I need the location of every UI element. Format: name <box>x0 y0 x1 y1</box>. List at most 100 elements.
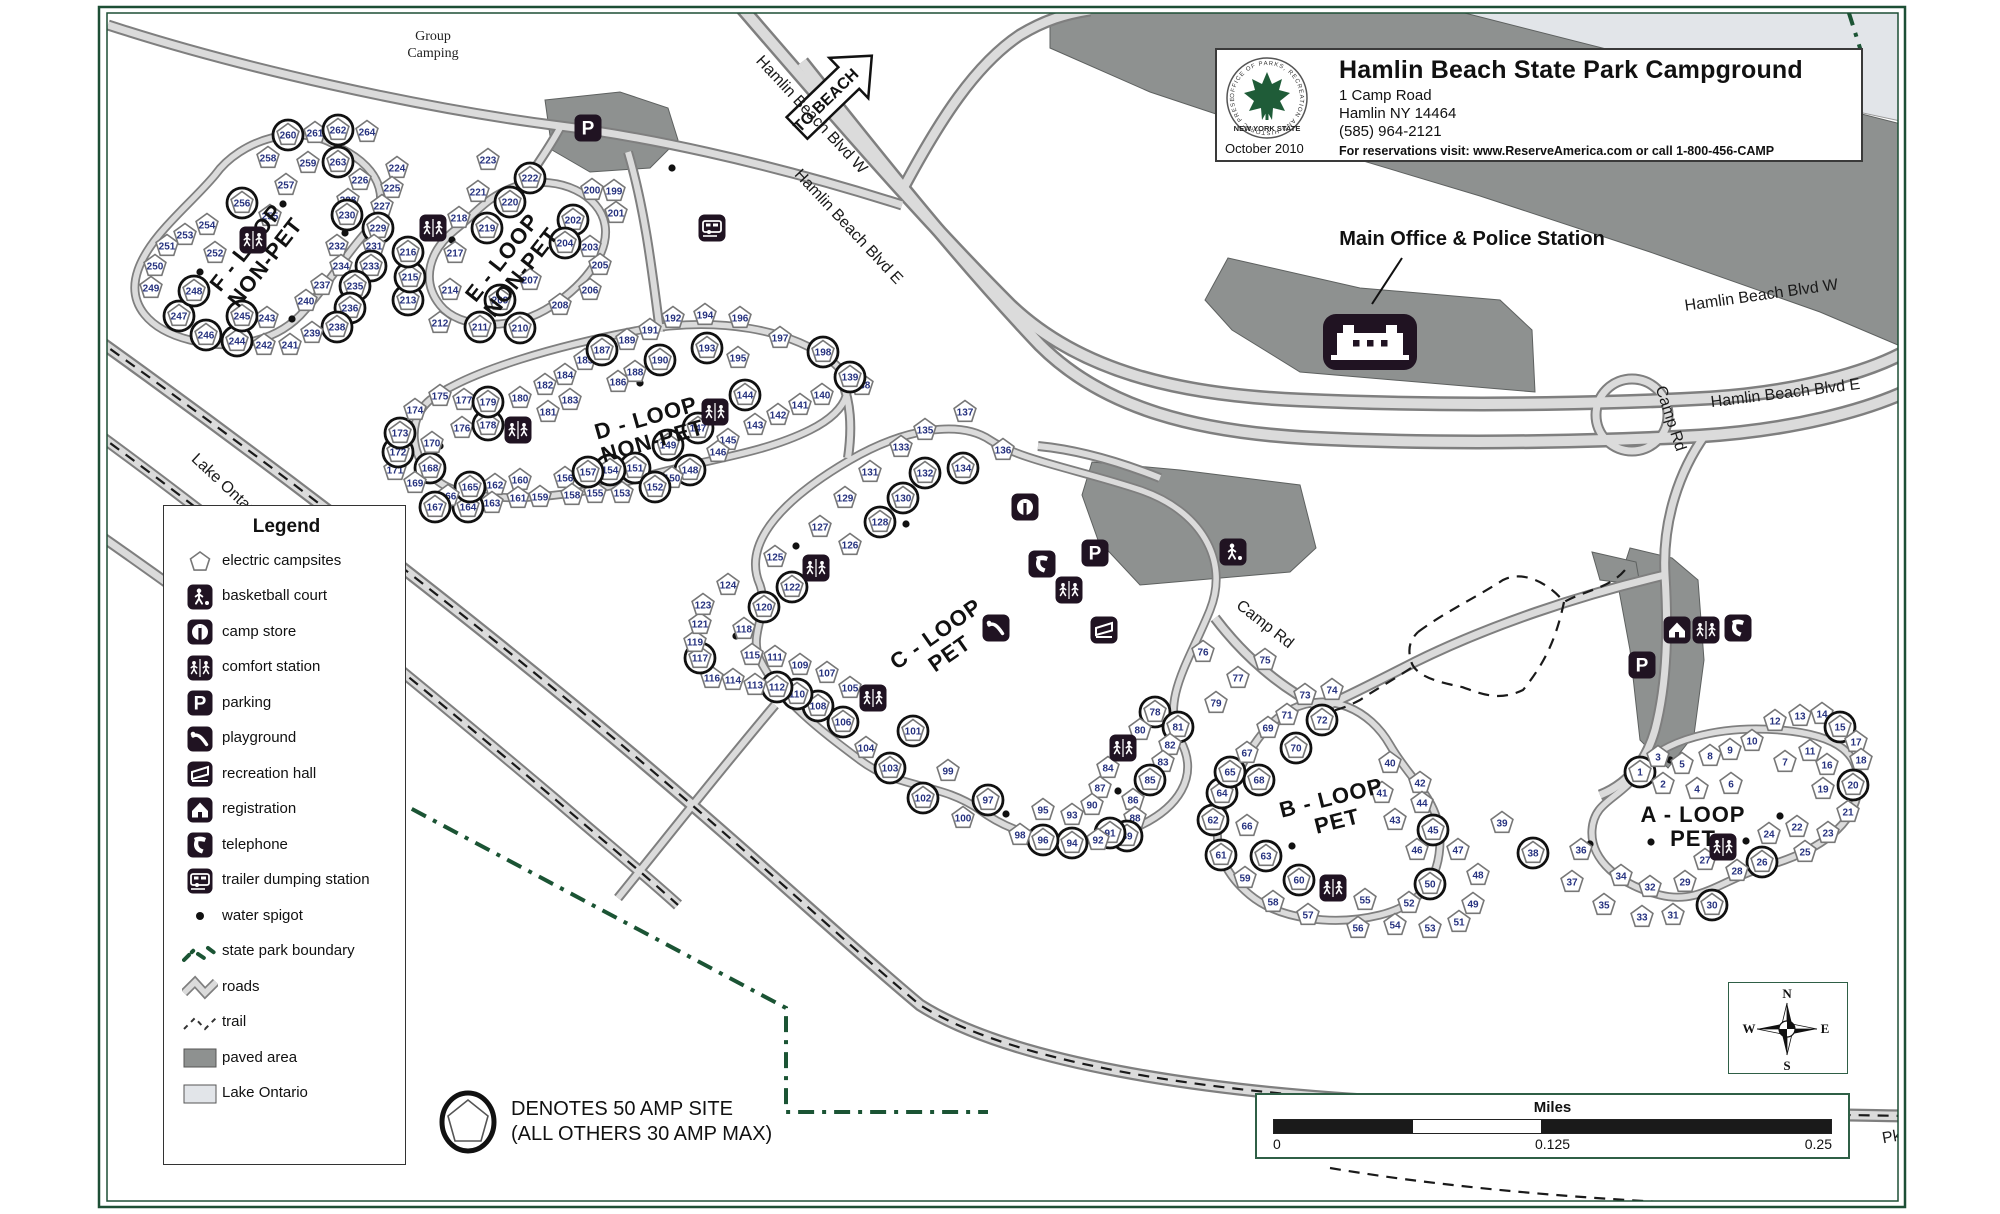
trailer-dumping-icon <box>187 868 213 893</box>
svg-text:36: 36 <box>1575 846 1587 857</box>
comfort-station-icon <box>504 416 532 444</box>
svg-text:129: 129 <box>837 494 854 505</box>
campsite-marker: 47 <box>1446 837 1470 861</box>
svg-text:202: 202 <box>565 216 582 227</box>
campsite-marker: 207 <box>518 267 542 291</box>
svg-text:124: 124 <box>720 581 737 592</box>
campsite-marker: 12 <box>1763 708 1787 732</box>
svg-text:179: 179 <box>480 398 497 409</box>
campsite-marker: 140 <box>810 382 834 406</box>
svg-text:170: 170 <box>424 439 441 450</box>
park-title: Hamlin Beach State Park Campground <box>1339 56 1803 84</box>
svg-text:S: S <box>1783 1058 1790 1073</box>
svg-text:149: 149 <box>660 441 677 452</box>
campsite-marker: 118 <box>732 616 756 640</box>
campsite-marker: 210 <box>503 311 537 345</box>
svg-text:131: 131 <box>862 468 879 479</box>
svg-text:126: 126 <box>842 541 859 552</box>
campsite-marker: 67 <box>1235 740 1259 764</box>
svg-text:35: 35 <box>1598 901 1610 912</box>
camp-store-icon <box>187 619 213 645</box>
campsite-marker: 32 <box>1638 874 1662 898</box>
legend-item-trailer-dumping: trailer dumping station <box>182 866 399 896</box>
campsite-marker: 237 <box>310 272 334 296</box>
amp-note: DENOTES 50 AMP SITE (ALL OTHERS 30 AMP M… <box>437 1080 867 1164</box>
campsite-marker: 2 <box>1651 771 1675 795</box>
svg-text:26: 26 <box>1756 858 1768 869</box>
legend-item-trail: trail <box>182 1008 399 1038</box>
svg-text:236: 236 <box>342 304 359 315</box>
camp-store-icon <box>1011 493 1039 521</box>
campsite-marker: 18 <box>1849 747 1873 771</box>
campsite-marker: 94 <box>1055 826 1089 860</box>
legend-item-camp-store: camp store <box>182 617 399 647</box>
campsite-marker: 77 <box>1226 665 1250 689</box>
svg-text:29: 29 <box>1679 878 1691 889</box>
svg-text:6: 6 <box>1728 780 1734 791</box>
campsite-marker: 9 <box>1718 737 1742 761</box>
svg-text:147: 147 <box>690 424 707 435</box>
campsite-marker: 209 <box>483 283 517 317</box>
svg-text:47: 47 <box>1452 846 1464 857</box>
campsite-marker: 230 <box>330 198 364 232</box>
svg-text:217: 217 <box>447 249 464 260</box>
campsite-marker: 254 <box>195 212 219 236</box>
svg-text:252: 252 <box>207 249 224 260</box>
campsite-marker: 250 <box>143 253 167 277</box>
svg-text:71: 71 <box>1281 711 1293 722</box>
campsite-marker: 102 <box>906 781 940 815</box>
trail <box>1329 1166 1665 1201</box>
svg-text:195: 195 <box>730 354 747 365</box>
svg-text:113: 113 <box>747 681 764 692</box>
svg-text:84: 84 <box>1102 764 1114 775</box>
svg-text:191: 191 <box>642 326 659 337</box>
campsite-marker: 217 <box>443 240 467 264</box>
legend-item-comfort-station: comfort station <box>182 653 399 683</box>
basketball-court-icon <box>187 584 213 609</box>
svg-text:219: 219 <box>479 224 496 235</box>
campsite-marker: 78 <box>1138 695 1172 729</box>
campsite-marker: 28 <box>1725 858 1749 882</box>
campsite-marker: 112 <box>760 670 794 704</box>
water-spigot <box>288 315 296 323</box>
svg-text:121: 121 <box>692 620 709 631</box>
comfort-station-icon <box>1692 616 1720 644</box>
fifty-amp-icon <box>439 1090 497 1154</box>
svg-text:253: 253 <box>177 231 194 242</box>
svg-text:139: 139 <box>842 373 859 384</box>
campsite-marker: 181 <box>536 399 560 423</box>
svg-text:74: 74 <box>1326 686 1338 697</box>
campsite-marker: 223 <box>476 147 500 171</box>
campsite-marker: 98 <box>1008 822 1032 846</box>
svg-text:59: 59 <box>1239 874 1251 885</box>
water-spigot <box>1647 838 1655 846</box>
campsite-marker: 142 <box>766 402 790 426</box>
svg-text:85: 85 <box>1144 776 1156 787</box>
svg-text:194: 194 <box>697 311 714 322</box>
svg-text:30: 30 <box>1706 901 1718 912</box>
campsite-marker: 123 <box>691 592 715 616</box>
campsite-marker: 240 <box>294 288 318 312</box>
campsite-marker: 62 <box>1196 803 1230 837</box>
campsite-marker: 36 <box>1569 837 1593 861</box>
svg-text:157: 157 <box>580 468 597 479</box>
campsite-marker: 6 <box>1719 771 1743 795</box>
legend-item-label: roads <box>222 977 260 995</box>
svg-text:24: 24 <box>1763 830 1775 841</box>
svg-text:41: 41 <box>1376 789 1388 800</box>
campsite-marker: 253 <box>173 222 197 246</box>
water-spigot <box>1002 810 1010 818</box>
campsite-marker: 101 <box>896 714 930 748</box>
svg-text:206: 206 <box>582 286 599 297</box>
campsite-marker: 1 <box>1623 755 1657 789</box>
campsite-marker: 158 <box>560 482 584 506</box>
campsite-marker: 225 <box>380 175 404 199</box>
legend-item-label: basketball court <box>222 587 328 605</box>
trailer-dumping-icon <box>698 214 726 242</box>
campsite-marker: 61 <box>1204 838 1238 872</box>
paved-area-icon <box>183 1048 217 1068</box>
recreation-hall-icon <box>187 761 213 787</box>
svg-text:239: 239 <box>304 329 321 340</box>
loop-d: 1391401411421431441451461471481491501511… <box>381 302 867 524</box>
campsite-marker: 4 <box>1685 776 1709 800</box>
